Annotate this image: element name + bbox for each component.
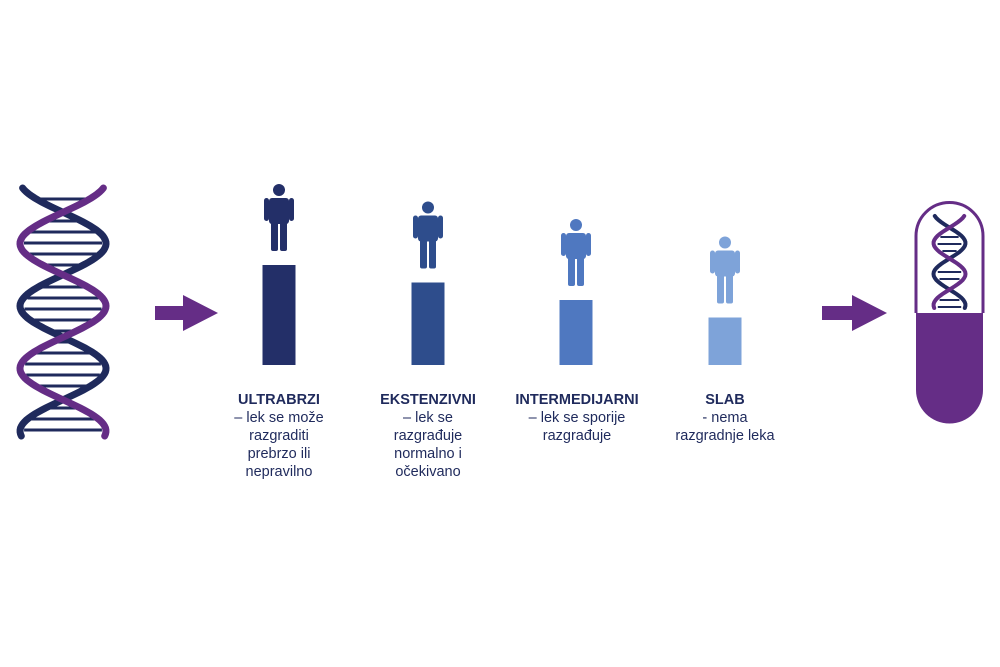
level-bar (411, 282, 445, 365)
level-bar (708, 317, 742, 365)
person-icon (561, 219, 591, 286)
level-description: – lek se sporije razgrađuje (528, 410, 626, 444)
level-title: SLAB (705, 392, 745, 408)
level-title: EKSTENZIVNI (380, 392, 476, 408)
person-icon (264, 184, 294, 251)
level-title: ULTRABRZI (238, 392, 320, 408)
person-icon (710, 236, 740, 304)
dna-helix-icon (16, 184, 110, 440)
right-arrow-icon (155, 295, 218, 331)
level-bar (262, 265, 296, 365)
level-description: - nema razgradnje leka (675, 410, 775, 444)
person-icon (413, 201, 443, 269)
level-title: INTERMEDIJARNI (515, 392, 639, 408)
level-description: – lek se razgrađuje normalno i očekivano (393, 410, 463, 480)
level-bar (559, 300, 593, 365)
right-arrow-icon (822, 295, 887, 331)
level-caption-ultrabrzi: ULTRABRZI – lek se može razgraditi prebr… (194, 391, 364, 481)
level-description: – lek se može razgraditi prebrzo ili nep… (234, 410, 324, 480)
level-caption-slab: SLAB - nema razgradnje leka (640, 391, 810, 445)
capsule-dna-icon (914, 201, 985, 424)
level-caption-ekstenzivni: EKSTENZIVNI – lek se razgrađuje normalno… (343, 391, 513, 481)
level-caption-intermedijarni: INTERMEDIJARNI – lek se sporije razgrađu… (492, 391, 662, 445)
